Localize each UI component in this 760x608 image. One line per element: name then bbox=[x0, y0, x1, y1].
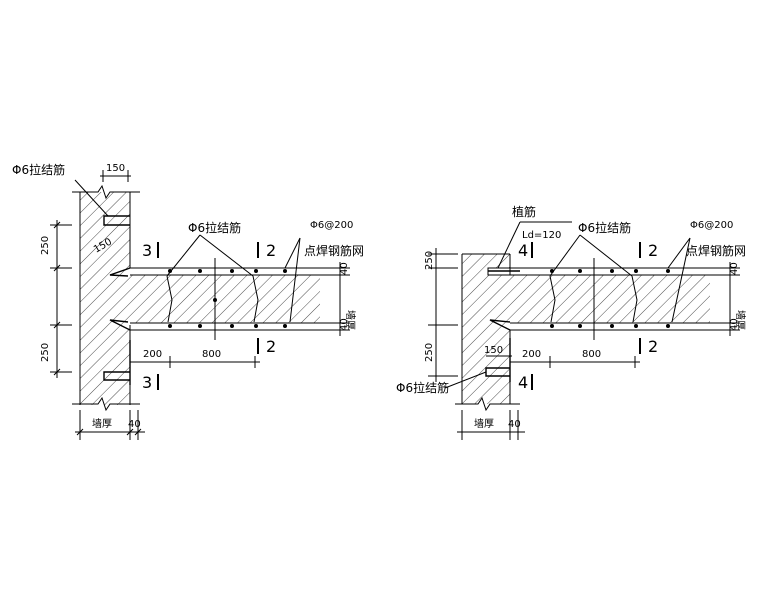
right-detail bbox=[428, 221, 740, 440]
right-dim-800: 800 bbox=[582, 349, 601, 360]
right-section-4-bot: 4 bbox=[518, 373, 528, 392]
left-dim-200: 200 bbox=[143, 349, 162, 360]
right-dim-150: 150 bbox=[484, 345, 503, 356]
right-tie-label-mid: Φ6拉结筋 bbox=[578, 220, 631, 235]
right-dim-40-bot: 40 bbox=[729, 318, 740, 331]
right-dim-250-a: 250 bbox=[424, 251, 435, 270]
left-dim-800: 800 bbox=[202, 349, 221, 360]
left-mesh-spec: Φ6@200 bbox=[310, 220, 353, 231]
left-detail bbox=[50, 170, 350, 440]
left-mesh-dots bbox=[168, 269, 287, 328]
right-plant-label: 植筋 bbox=[512, 204, 536, 219]
right-dim-wall-bottom: 墙厚 bbox=[474, 417, 494, 430]
left-dim-40-top: 40 bbox=[339, 262, 350, 275]
left-section-3-bot: 3 bbox=[142, 373, 152, 392]
right-section-2-top: 2 bbox=[648, 241, 658, 260]
left-wall-column bbox=[80, 192, 130, 405]
right-mesh-name: 点焊钢筋网 bbox=[686, 243, 746, 258]
left-dim-40-bottom: 40 bbox=[128, 419, 141, 430]
left-section-3-top: 3 bbox=[142, 241, 152, 260]
left-labels: Φ6拉结筋 150 250 150 Φ6拉结筋 Φ6@200 点焊钢筋网 3 2… bbox=[12, 162, 364, 430]
right-dim-wall-right: 墙厚 bbox=[734, 310, 747, 330]
left-tie-label-top: Φ6拉结筋 bbox=[12, 162, 65, 177]
left-dim-250-b: 250 bbox=[40, 343, 51, 362]
right-dim-40-top: 40 bbox=[729, 262, 740, 275]
right-ld-label: Ld=120 bbox=[522, 230, 561, 241]
left-tie-bar-top bbox=[103, 215, 130, 226]
right-section-4-top: 4 bbox=[518, 241, 528, 260]
left-mesh-name: 点焊钢筋网 bbox=[304, 243, 364, 258]
right-infill-wall bbox=[510, 275, 710, 323]
right-tie-label-bot: Φ6拉结筋 bbox=[396, 380, 449, 395]
right-section-2-bot: 2 bbox=[648, 337, 658, 356]
left-dim-40-bot: 40 bbox=[339, 318, 350, 331]
left-tie-bar-bot bbox=[103, 371, 130, 381]
left-section-2-top: 2 bbox=[266, 241, 276, 260]
right-labels: 植筋 Ld=120 Φ6拉结筋 Φ6@200 点焊钢筋网 4 2 250 40 … bbox=[396, 204, 747, 430]
left-dim-250-a: 250 bbox=[40, 236, 51, 255]
right-mesh-spec: Φ6@200 bbox=[690, 220, 733, 231]
left-dim-wall-bottom: 墙厚 bbox=[92, 417, 112, 430]
left-dim-150-top: 150 bbox=[106, 163, 125, 174]
right-dim-250-b: 250 bbox=[424, 343, 435, 362]
right-dim-200: 200 bbox=[522, 349, 541, 360]
left-tie-label-mid: Φ6拉结筋 bbox=[188, 220, 241, 235]
left-dim-wall-right: 墙厚 bbox=[344, 310, 357, 330]
left-section-2-bot: 2 bbox=[266, 337, 276, 356]
left-infill-wall bbox=[130, 275, 320, 323]
right-dim-40-bottom: 40 bbox=[508, 419, 521, 430]
right-wall-column bbox=[462, 254, 510, 404]
